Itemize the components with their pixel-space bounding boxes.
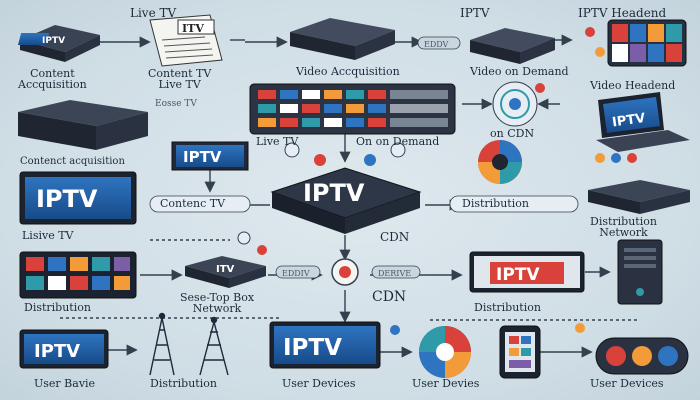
misc-dot-icons [595,153,637,163]
label-ghost-1: Eosse TV [155,99,197,109]
label-on-demand: On on Demand [356,135,440,148]
label-video-on-demand: Video on Demand [470,65,569,78]
label-on-cdn: on CDN [490,127,535,140]
devices-wheel-icon [419,326,471,378]
chip-eddv [417,36,461,50]
label-ghost-2: EDDV [424,40,449,49]
broadcast-towers [149,312,229,376]
label-cdn-1: CDN [380,230,410,244]
label-distribution-bottom: Distribution [150,377,217,390]
server-tower [617,239,663,305]
label-ghost-3: EDDIV [282,269,310,278]
phone-device-icon [499,325,541,379]
set-top-screen-text: ITV [216,264,235,275]
label-user-bavie: User Bavie [34,377,96,390]
iptv-monitor-bottom-center: IPTV [269,321,381,369]
label-ghost-4: DERIVE [378,269,412,278]
vod-box [470,28,555,64]
small-accent-icons [237,231,585,335]
label-user-devices-2: User Devies [412,377,480,390]
doc-title: ITV [182,22,204,35]
central-iptv-box: IPTV [270,167,422,234]
chip-derive [371,265,421,279]
iptv-monitor-mid-left: IPTV [171,141,249,171]
network-box-right [588,180,690,214]
chip-distribution [449,195,579,213]
red-dot-icon [585,27,595,37]
label-content-acquisition: Content Accquisition [18,67,87,91]
content-acquisition-device: IPTV [17,25,100,62]
iptv-monitor-right: IPTV [469,251,585,293]
mid-left-screen-text: IPTV [183,148,222,166]
label-content-acquisition-2: Contenct acquisition [20,156,125,167]
label-content-tv: Content TV Live TV [148,67,212,91]
cdn-node-icon [331,258,359,286]
chip-eddiv [275,265,321,279]
set-top-box: ITV [185,256,266,288]
label-contenc-tv: Contenc TV [160,197,226,210]
central-control-panel [249,83,456,135]
label-video-acquisition: Video Accquisition [296,65,400,78]
panel-buttons [258,90,448,127]
speaker-device-icon [595,337,689,375]
central-iptv-text: IPTV [303,179,365,207]
label-live-tv: Live TV [130,6,177,20]
network-sphere-icon [492,81,545,127]
app-grid-tv [19,251,137,299]
label-user-devices-1: User Devices [282,377,356,390]
label-video-headend: Video Headend [590,79,676,92]
laptop-screen-text: IPTV [611,111,646,130]
label-distribution-right: Distribution [474,301,541,314]
orange-dot-icon [595,47,605,57]
label-distribution-left: Distribution [24,301,91,314]
label-cdn-2: CDN [372,289,407,305]
bottom-left-screen-text: IPTV [34,341,80,362]
iptv-monitor-bottom-left: IPTV [19,329,109,369]
acquisition-rack [18,100,148,150]
label-iptv-headend: IPTV Headend [578,6,667,20]
label-distribution-center: Distribution [462,197,529,210]
label-set-top-box: Sese-Top Box Network [180,291,255,315]
screen-text: IPTV [42,36,65,46]
iptv-monitor-left-big: IPTV [19,171,137,225]
content-document-icon: ITV [149,14,223,67]
iptv-headend-panel [607,19,687,67]
label-user-devices-3: User Devices [590,377,664,390]
label-live-tv-2: Live TV [256,135,299,148]
right-tv-screen-text: IPTV [496,265,540,285]
chip-small-icons [284,142,406,166]
label-iptv-top: IPTV [460,6,490,20]
left-big-screen-text: IPTV [36,185,98,213]
cdn-dial-icon [478,140,522,184]
video-acquisition-box [290,18,395,60]
laptop-icon: IPTV [596,92,690,152]
bottom-center-screen-text: IPTV [283,335,342,361]
chip-contenc-tv [149,195,251,213]
label-lisive-tv: Lisive TV [22,229,74,242]
label-distribution-network: Distribution Network [590,215,657,239]
